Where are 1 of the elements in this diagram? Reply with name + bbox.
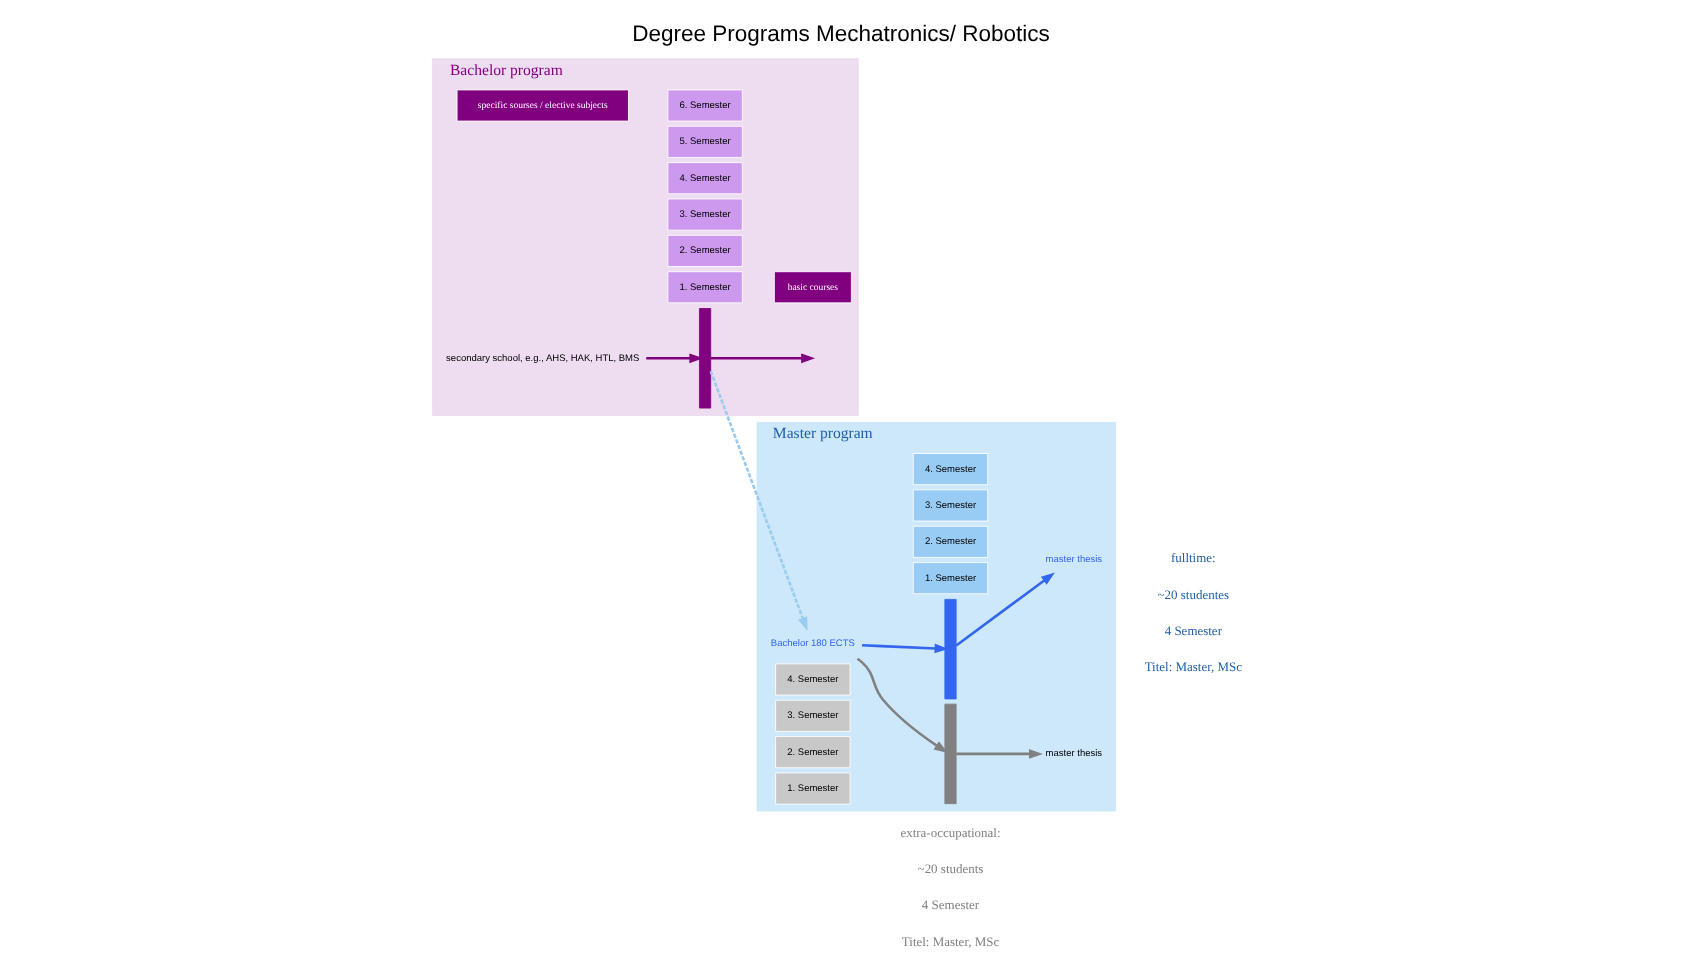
diagram-title: Degree Programs Mechatronics/ Robotics (632, 23, 1050, 48)
